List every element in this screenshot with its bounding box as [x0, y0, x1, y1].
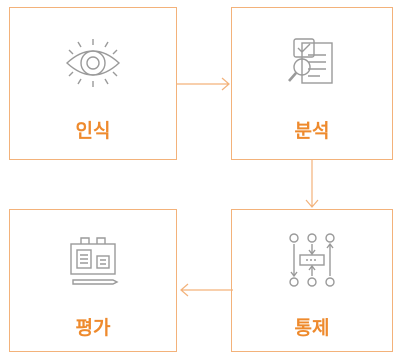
- step-box-evaluation: 평가: [9, 209, 177, 352]
- step-label-analysis: 분석: [294, 120, 330, 142]
- report-board-icon: [70, 237, 119, 285]
- step-label-recognition: 인식: [75, 120, 111, 142]
- step-label-evaluation: 평가: [75, 317, 111, 339]
- arrow-recognition-to-analysis: [177, 77, 230, 91]
- arrow-analysis-to-control: [305, 159, 319, 208]
- eye-icon: [65, 39, 121, 87]
- step-label-control: 통제: [294, 317, 330, 339]
- step-box-control: 통제: [231, 209, 393, 352]
- step-box-recognition: 인식: [9, 7, 177, 160]
- document-magnifier-icon: [288, 38, 333, 84]
- flow-control-icon: [289, 233, 335, 287]
- arrow-control-to-evaluation: [180, 283, 233, 297]
- step-box-analysis: 분석: [231, 7, 393, 160]
